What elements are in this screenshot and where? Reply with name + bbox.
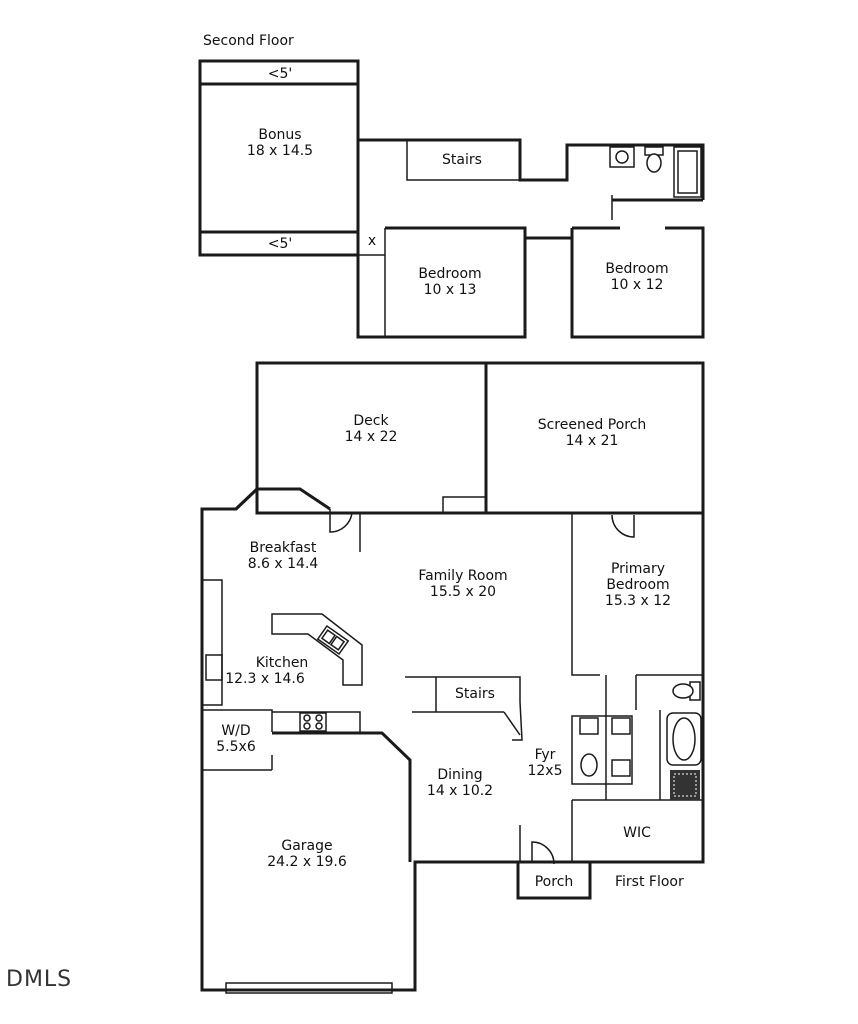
second-floor-title: Second Floor bbox=[203, 33, 294, 49]
bedroom-left-size: 10 x 13 bbox=[424, 282, 477, 298]
bedroom-right-size: 10 x 12 bbox=[611, 277, 664, 293]
burner-icon-2 bbox=[315, 714, 323, 722]
family-room-name: Family Room bbox=[418, 568, 507, 584]
foyer-name: Fyr bbox=[535, 747, 556, 763]
deck-name: Deck bbox=[353, 413, 389, 429]
burner-icon-4 bbox=[315, 722, 323, 730]
wic-label: WIC bbox=[623, 825, 651, 841]
burner-icon-3 bbox=[303, 722, 311, 730]
upstairs-toilet-icon bbox=[646, 153, 662, 173]
kitchen-lower-counter bbox=[272, 711, 361, 732]
first-floor-title: First Floor bbox=[615, 874, 684, 890]
front-porch-outline bbox=[516, 860, 592, 900]
main-stairs-label: Stairs bbox=[455, 686, 495, 702]
half-bath-toilet-icon bbox=[580, 753, 598, 777]
primary-bedroom-wall bbox=[571, 513, 600, 676]
burner-icon-1 bbox=[303, 714, 311, 722]
kitchen-name: Kitchen bbox=[256, 655, 309, 671]
bedroom-right-outline bbox=[570, 226, 705, 339]
dining-size: 14 x 10.2 bbox=[427, 783, 493, 799]
upstairs-stairs-outline bbox=[406, 140, 520, 181]
dining-name: Dining bbox=[437, 767, 482, 783]
kitchen-island-icon bbox=[271, 613, 363, 686]
front-door-swing-icon bbox=[531, 841, 555, 865]
primary-bedroom-name-line1: Primary bbox=[611, 561, 665, 577]
kitchen-wall-counter bbox=[202, 579, 223, 706]
bedroom-left-name: Bedroom bbox=[418, 266, 481, 282]
half-bath-sink2-icon bbox=[611, 717, 631, 735]
second-floor: Second Floor <5' <5' Bonus 18 x 14.5 Sta… bbox=[198, 33, 705, 339]
first-floor: Deck 14 x 22 Screened Porch 14 x 21 Brea… bbox=[200, 361, 705, 994]
upstairs-tub-inner-icon bbox=[677, 150, 698, 194]
breakfast-bay-wall bbox=[234, 487, 331, 511]
front-porch-label: Porch bbox=[535, 874, 574, 890]
low-ceiling-bottom-label: <5' bbox=[268, 236, 293, 252]
screened-porch-name: Screened Porch bbox=[538, 417, 647, 433]
half-bath-vanity-icon bbox=[611, 759, 631, 777]
half-bath-sink-icon bbox=[579, 717, 599, 735]
garage-size: 24.2 x 19.6 bbox=[267, 854, 347, 870]
bedroom-left-outline bbox=[356, 226, 527, 339]
garage-name: Garage bbox=[281, 838, 332, 854]
kitchen-size: 12.3 x 14.6 bbox=[225, 671, 305, 687]
main-stairs-landing bbox=[503, 711, 521, 736]
bonus-room-name: Bonus bbox=[258, 127, 301, 143]
upstairs-sink-bowl-icon bbox=[615, 150, 629, 164]
upstairs-stairs-label: Stairs bbox=[442, 152, 482, 168]
garage-door-icon bbox=[225, 982, 393, 994]
low-ceiling-top-label: <5' bbox=[268, 66, 293, 82]
kitchen-fridge-icon bbox=[205, 654, 223, 681]
upstairs-sink-icon bbox=[609, 146, 635, 168]
dmls-logo: DMLS bbox=[6, 967, 72, 992]
primary-tub-basin-icon bbox=[672, 717, 696, 761]
house-exterior-walls bbox=[200, 487, 705, 992]
upstairs-hall-top-wall bbox=[358, 138, 705, 200]
primary-tub-icon bbox=[666, 712, 702, 766]
foyer-size: 12x5 bbox=[527, 763, 562, 779]
bonus-room-size: 18 x 14.5 bbox=[247, 143, 313, 159]
breakfast-name: Breakfast bbox=[250, 540, 317, 556]
primary-bedroom-name-line2: Bedroom bbox=[606, 577, 669, 593]
laundry-size: 5.5x6 bbox=[216, 739, 256, 755]
primary-toilet-icon bbox=[672, 683, 694, 699]
closet-x-label: x bbox=[368, 233, 376, 249]
garage-interior-wall bbox=[272, 731, 412, 862]
bedroom-door-swing-icon bbox=[611, 514, 635, 538]
screened-porch-size: 14 x 21 bbox=[566, 433, 619, 449]
half-bath-outline bbox=[571, 715, 633, 785]
laundry-top-wall bbox=[202, 709, 273, 732]
deck-size: 14 x 22 bbox=[345, 429, 398, 445]
kitchen-sink-icon bbox=[316, 624, 350, 656]
fireplace-icon bbox=[442, 496, 487, 514]
laundry-name: W/D bbox=[221, 723, 250, 739]
bedroom-right-name: Bedroom bbox=[605, 261, 668, 277]
primary-bedroom-size: 15.3 x 12 bbox=[605, 593, 671, 609]
breakfast-size: 8.6 x 14.4 bbox=[248, 556, 319, 572]
main-stairs-outline bbox=[405, 676, 523, 741]
primary-shower-drain-icon bbox=[673, 773, 697, 797]
primary-shower-icon bbox=[670, 770, 700, 800]
family-room-size: 15.5 x 20 bbox=[430, 584, 496, 600]
bonus-room-outline bbox=[198, 59, 360, 257]
range-icon bbox=[299, 712, 327, 732]
breakfast-door-swing-icon bbox=[329, 509, 353, 533]
